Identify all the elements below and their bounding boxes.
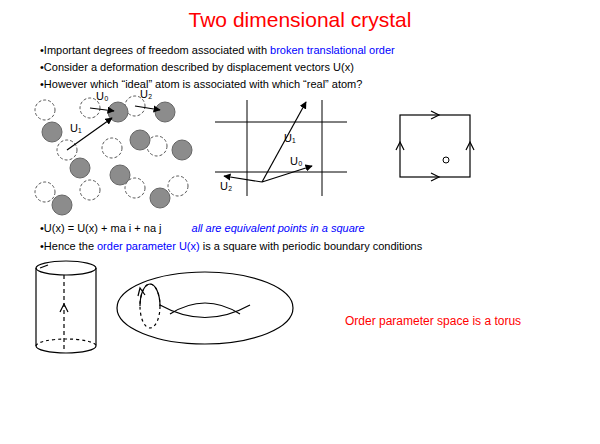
highlight-text: order parameter U(x) (97, 240, 200, 253)
bullet-text: •Hence the (40, 240, 94, 253)
vector-label: U₂ (220, 180, 232, 193)
displacement-vectors (67, 106, 160, 150)
conclusion-text: Order parameter space is a torus (345, 314, 521, 328)
vector-label: U₀ (290, 155, 303, 168)
vector-label: U₁ (284, 132, 296, 145)
cylinder (36, 261, 96, 353)
periodic-square (396, 111, 474, 181)
real-atoms (42, 102, 192, 215)
bullet-text: •U(x) = U(x) + ma i + na j (40, 222, 162, 235)
ideal-atoms (35, 96, 188, 202)
vector-label: U₀ (96, 90, 109, 103)
highlight-text: broken translational order (270, 44, 395, 57)
bullet-text: •Consider a deformation described by dis… (40, 61, 354, 74)
torus (117, 272, 293, 344)
bullet-text: is a square with periodic boundary condi… (203, 240, 423, 253)
grid-vectors (224, 102, 312, 182)
note-text: all are equivalent points in a square (192, 222, 365, 235)
bullet-text: •However which “ideal” atom is associate… (40, 78, 362, 91)
grid (215, 100, 347, 196)
bullet-text: •Important degrees of freedom associated… (40, 44, 267, 57)
vector-label: U₂ (140, 88, 152, 101)
vector-label: U₁ (70, 122, 82, 135)
slide-title: Two dimensional crystal (0, 8, 600, 32)
